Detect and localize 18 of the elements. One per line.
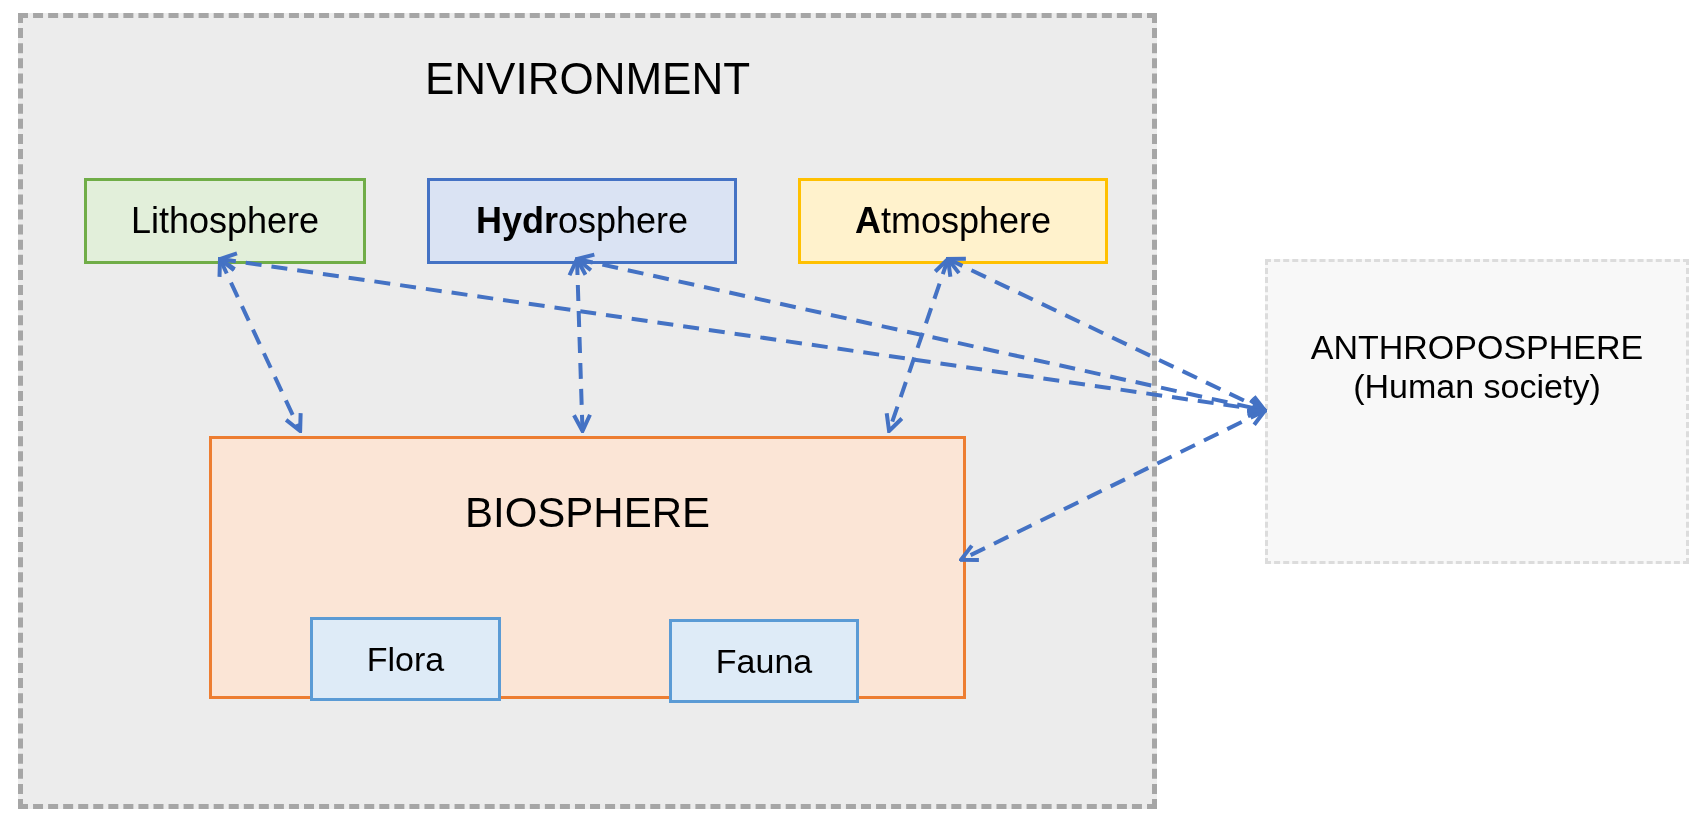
double-arrow bbox=[217, 257, 303, 433]
double-arrow bbox=[884, 257, 953, 433]
anthroposphere-box bbox=[1265, 259, 1689, 564]
double-arrow bbox=[567, 257, 592, 433]
node-label: Atmosphere bbox=[854, 200, 1052, 242]
organism-box bbox=[310, 617, 501, 701]
double-arrow bbox=[959, 408, 1267, 562]
double-arrow bbox=[946, 256, 1267, 413]
organism-box bbox=[669, 619, 859, 703]
node-label: ENVIRONMENT bbox=[424, 54, 751, 104]
node-label: Flora bbox=[366, 639, 445, 679]
node-label: BIOSPHERE bbox=[464, 489, 711, 537]
node-label: Lithosphere bbox=[130, 200, 320, 242]
node-label: (Human society) bbox=[1353, 367, 1601, 406]
node-label: Fauna bbox=[715, 641, 813, 681]
environment-panel bbox=[18, 13, 1157, 809]
node-label: Hydrosphere bbox=[475, 200, 689, 242]
node-label: ANTHROPOSPHERE bbox=[1310, 328, 1644, 367]
